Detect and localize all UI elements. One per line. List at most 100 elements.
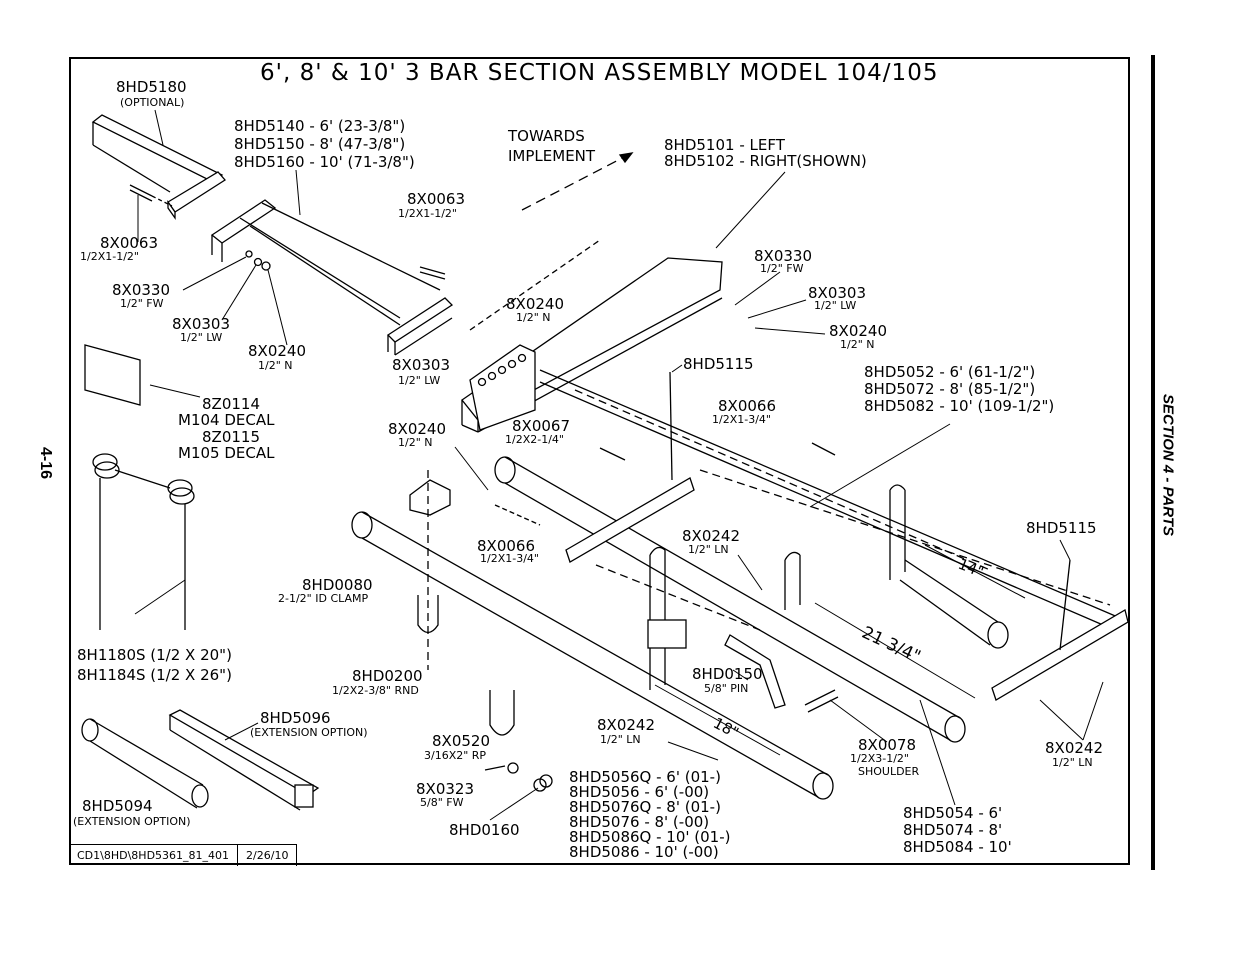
callout-8X0303-right-desc: 1/2" LW — [814, 299, 857, 312]
callout-8X0240-left: 8X0240 — [248, 342, 306, 360]
callout-8HD5180-desc: (OPTIONAL) — [120, 96, 185, 109]
callout-mid-bar-10: 8HD5084 - 10' — [903, 838, 1012, 856]
callout-frame-mount-left: 8HD5101 - LEFT — [664, 136, 785, 154]
callout-8HD5096: 8HD5096 — [260, 709, 331, 727]
callout-8X0066-left: 8X0066 — [477, 537, 535, 555]
callout-8X0078-desc: 1/2X3-1/2" — [850, 752, 909, 765]
callout-8X0303-right: 8X0303 — [808, 284, 866, 302]
callout-8X0303-left-desc: 1/2" LW — [180, 331, 223, 344]
callout-8HD0150: 8HD0150 — [692, 665, 763, 683]
callout-decal-m105-name: M105 DECAL — [178, 444, 275, 462]
dimension-lines — [654, 544, 1026, 756]
callout-8X0330-right-desc: 1/2" FW — [760, 262, 804, 275]
callout-tine-26: 8H1184S (1/2 X 26") — [77, 666, 232, 684]
tine-drawing — [92, 453, 195, 630]
callout-8X0240-lower-desc: 1/2" N — [398, 436, 433, 449]
callout-decal-m104-part: 8Z0114 — [202, 395, 260, 413]
bar-tube-drawing — [210, 199, 454, 356]
margin-rule — [1151, 55, 1155, 870]
callout-8HD0200-desc: 1/2X2-3/8" RND — [332, 684, 419, 697]
callout-8X0078: 8X0078 — [858, 736, 916, 754]
callout-bar-tube-8: 8HD5150 - 8' (47-3/8") — [234, 135, 406, 153]
callout-8HD5096-desc: (EXTENSION OPTION) — [250, 726, 368, 739]
callout-bar-tube-6: 8HD5140 - 6' (23-3/8") — [234, 117, 406, 135]
callout-8X0323: 8X0323 — [416, 780, 474, 798]
extension-tubes — [81, 709, 320, 811]
callout-8X0330-left-desc: 1/2" FW — [120, 297, 164, 310]
brace-plates — [565, 371, 1129, 701]
callout-8HD5094-desc: (EXTENSION OPTION) — [73, 815, 191, 828]
callout-8X0067-desc: 1/2X2-1/4" — [505, 433, 564, 446]
callout-8X0240-mid: 8X0240 — [506, 295, 564, 313]
callout-rear-bar-8: 8HD5072 - 8' (85-1/2") — [864, 380, 1036, 398]
callout-8X0066-right-desc: 1/2X1-3/4" — [712, 413, 771, 426]
callout-8HD0160: 8HD0160 — [449, 821, 520, 839]
callout-8X0303-mid: 8X0303 — [392, 356, 450, 374]
callout-8X0240-mid-desc: 1/2" N — [516, 311, 551, 324]
callout-8X0063-top-desc: 1/2X1-1/2" — [398, 207, 457, 220]
callout-8X0242-right-desc: 1/2" LN — [1052, 756, 1093, 769]
callout-8X0330-left: 8X0330 — [112, 281, 170, 299]
callout-8X0240-left-desc: 1/2" N — [258, 359, 293, 372]
callout-rear-bar-10: 8HD5082 - 10' (109-1/2") — [864, 397, 1055, 415]
callout-front-bar-1: 8HD5056Q - 6' (01-) — [569, 768, 721, 786]
callout-8X0242-mid: 8X0242 — [682, 527, 740, 545]
callout-8X0303-left: 8X0303 — [172, 315, 230, 333]
callout-8X0242-lower-desc: 1/2" LN — [600, 733, 641, 746]
callout-front-bar-5: 8HD5086Q - 10' (01-) — [569, 828, 731, 846]
callout-8X0520-desc: 3/16X2" RP — [424, 749, 487, 762]
callout-8HD5094: 8HD5094 — [82, 797, 153, 815]
drawing-reference: CD1\8HD\8HD5361_81_401 — [69, 845, 239, 866]
callout-8X0240-right-desc: 1/2" N — [840, 338, 875, 351]
optional-tube-drawing — [91, 114, 226, 221]
callout-front-bar-4: 8HD5076 - 8' (-00) — [569, 813, 710, 831]
callout-8HD0200: 8HD0200 — [352, 667, 423, 685]
callout-8X0066-right: 8X0066 — [718, 397, 776, 415]
callout-8X0240-lower: 8X0240 — [388, 420, 446, 438]
callout-mid-bar-8: 8HD5074 - 8' — [903, 821, 1003, 839]
callout-8X0066-left-desc: 1/2X1-3/4" — [480, 552, 539, 565]
direction-note-line1: TOWARDS — [508, 127, 585, 145]
middle-tube-drawing — [494, 456, 966, 743]
callout-8HD0080: 8HD0080 — [302, 576, 373, 594]
callout-8X0240-right: 8X0240 — [829, 322, 887, 340]
callout-8HD5115-top: 8HD5115 — [683, 355, 754, 373]
callout-decal-m104-name: M104 DECAL — [178, 411, 275, 429]
callout-8HD0080-desc: 2-1/2" ID CLAMP — [278, 592, 369, 605]
title-block: CD1\8HD\8HD5361_81_401 2/26/10 — [69, 844, 298, 866]
callout-8HD5115-right: 8HD5115 — [1026, 519, 1097, 537]
direction-arrow — [521, 154, 629, 211]
callout-8X0520: 8X0520 — [432, 732, 490, 750]
callout-8X0323-desc: 5/8" FW — [420, 796, 464, 809]
frame-mount-drawing — [461, 239, 723, 433]
callout-8X0063-left-desc: 1/2X1-1/2" — [80, 250, 139, 263]
callout-rear-bar-6: 8HD5052 - 6' (61-1/2") — [864, 363, 1036, 381]
drawing-date: 2/26/10 — [238, 845, 298, 866]
callout-8X0242-lower: 8X0242 — [597, 716, 655, 734]
callout-tine-20: 8H1180S (1/2 X 20") — [77, 646, 232, 664]
callout-8X0330-right: 8X0330 — [754, 247, 812, 265]
callout-mid-bar-6: 8HD5054 - 6' — [903, 804, 1003, 822]
diagram-title: 6', 8' & 10' 3 BAR SECTION ASSEMBLY MODE… — [260, 60, 939, 86]
callout-8X0242-mid-desc: 1/2" LN — [688, 543, 729, 556]
callout-8X0242-right: 8X0242 — [1045, 739, 1103, 757]
callout-8X0078-desc2: SHOULDER — [858, 765, 920, 778]
callout-decal-m105-part: 8Z0115 — [202, 428, 260, 446]
callout-front-bar-3: 8HD5076Q - 8' (01-) — [569, 798, 721, 816]
decal-drawing — [84, 344, 141, 406]
drawing-frame — [69, 57, 1130, 865]
callout-8X0067: 8X0067 — [512, 417, 570, 435]
callout-8X0303-mid-desc: 1/2" LW — [398, 374, 441, 387]
bolts-upper-left — [129, 184, 446, 280]
callout-8HD0150-desc: 5/8" PIN — [704, 682, 749, 695]
direction-note-line2: IMPLEMENT — [508, 147, 596, 165]
callout-8HD5180: 8HD5180 — [116, 78, 187, 96]
hardware-small-parts — [409, 442, 839, 792]
callout-8X0063-top: 8X0063 — [407, 190, 465, 208]
callout-front-bar-2: 8HD5056 - 6' (-00) — [569, 783, 710, 801]
leader-lines — [134, 109, 1104, 821]
callout-8X0063-left: 8X0063 — [100, 234, 158, 252]
right-tube-drawing — [899, 559, 1009, 649]
